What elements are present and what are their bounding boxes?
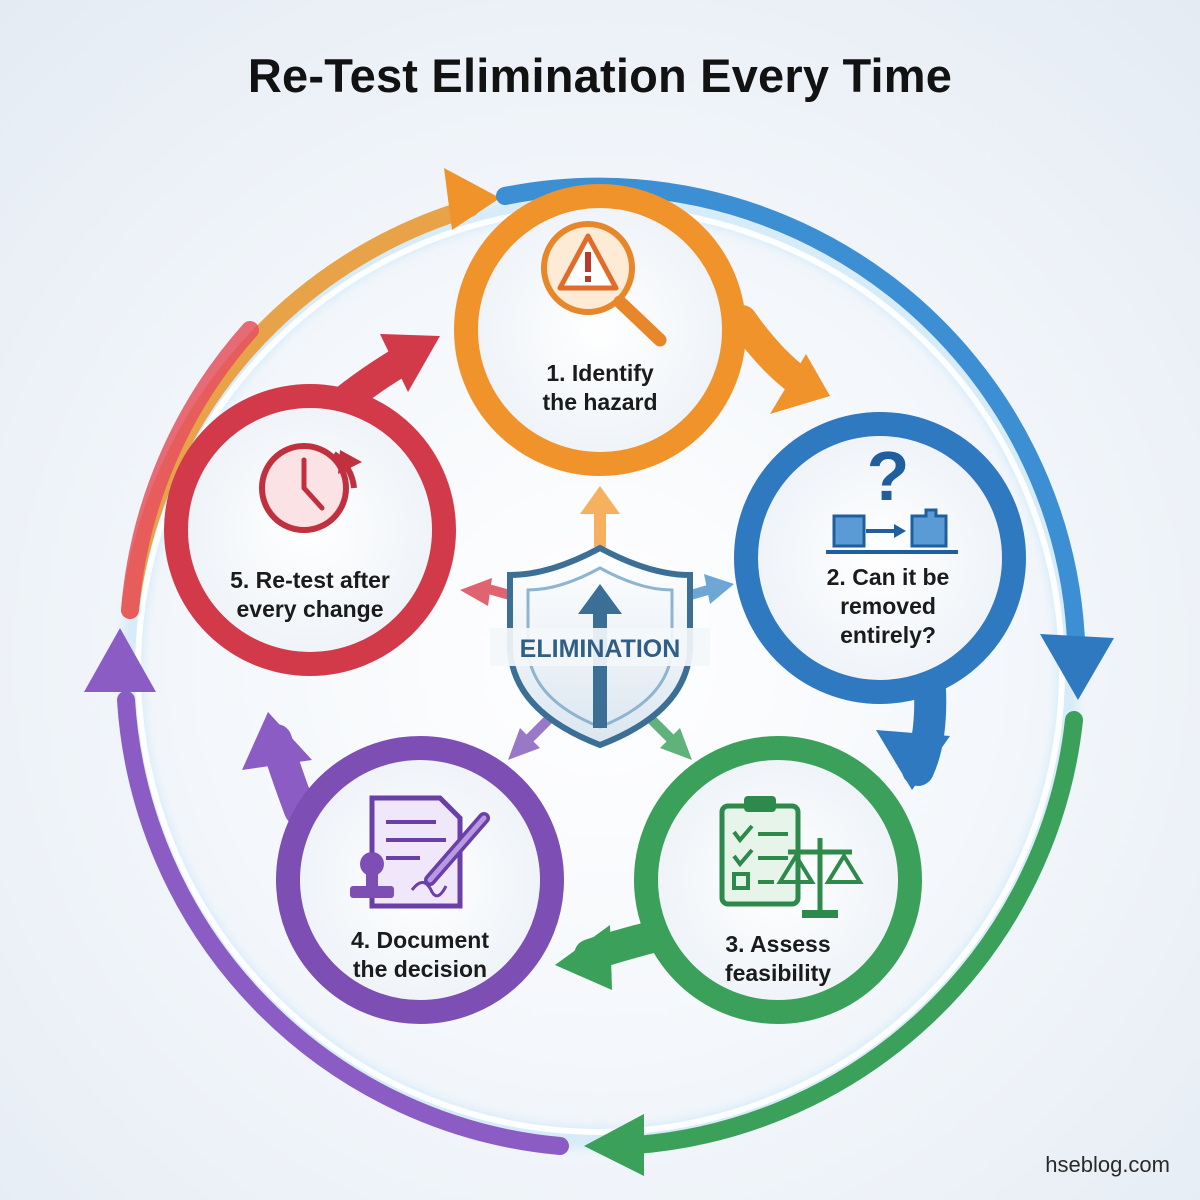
step-3-assess-feasibility: 3. Assess feasibility <box>634 736 922 1024</box>
ray-arrow-left <box>460 578 492 606</box>
connector-arrowhead-5-1 <box>380 334 440 392</box>
ray-arrow-down-left <box>508 728 540 760</box>
outer-arrowhead-orange <box>444 168 500 230</box>
outer-arrowhead-green <box>584 1114 644 1176</box>
outer-arrowhead-blue <box>1040 634 1114 700</box>
connector-arrowhead-1-2 <box>770 354 830 414</box>
step-2-line3: entirely? <box>840 622 936 648</box>
outer-arc-green <box>611 711 1083 1155</box>
step-5-retest: 5. Re-test after every change <box>164 384 456 676</box>
outer-arc-purple <box>117 691 569 1155</box>
step-2-line1: 2. Can it be <box>827 564 950 590</box>
watermark: hseblog.com <box>1045 1152 1170 1177</box>
outer-arc-red-tint <box>121 321 259 619</box>
outer-arrowhead-purple <box>84 628 156 692</box>
step-1-line2: the hazard <box>542 389 657 415</box>
center-label: ELIMINATION <box>520 635 681 663</box>
center-rays <box>460 486 734 760</box>
step-5-line2: every change <box>236 596 383 622</box>
shield-arrow-shaft <box>593 608 607 728</box>
ray-arrow-down-right <box>660 728 692 760</box>
step-2-circle <box>734 412 1026 704</box>
clipboard-scale-icon <box>719 796 864 918</box>
shield-arrow-up-icon <box>578 584 622 614</box>
step-3-line2: feasibility <box>725 960 831 986</box>
step-1-identify-hazard: 1. Identify the hazard <box>454 184 746 476</box>
step-2-can-it-be-removed: ? 2. Can it be removed entirely? <box>734 412 1026 704</box>
svg-text:?: ? <box>867 437 910 515</box>
clock-retest-icon <box>259 443 362 533</box>
connector-arrowhead-3-4 <box>555 925 612 990</box>
elimination-shield: ELIMINATION <box>490 544 710 749</box>
step-4-line1: 4. Document <box>351 927 489 953</box>
ray-arrow-up <box>580 486 620 514</box>
document-stamp-pen-icon <box>350 795 490 909</box>
connector-arrowhead-2-3 <box>876 730 950 790</box>
step-4-line2: the decision <box>353 956 487 982</box>
question-remove-icon: ? <box>826 437 958 554</box>
step-1-circle <box>454 184 746 476</box>
ray-arrow-right <box>704 574 734 604</box>
step-2-line2: removed <box>840 593 936 619</box>
connector-1-2 <box>727 305 815 397</box>
step-3-line1: 3. Assess <box>725 931 830 957</box>
diagram-title: Re-Test Elimination Every Time <box>247 49 953 102</box>
step-4-document-decision: 4. Document the decision <box>276 736 564 1024</box>
connector-arrowhead-4-5 <box>242 712 312 770</box>
step-5-line1: 5. Re-test after <box>230 567 390 593</box>
warning-magnifier-icon <box>541 221 667 347</box>
step-1-line1: 1. Identify <box>546 360 654 386</box>
